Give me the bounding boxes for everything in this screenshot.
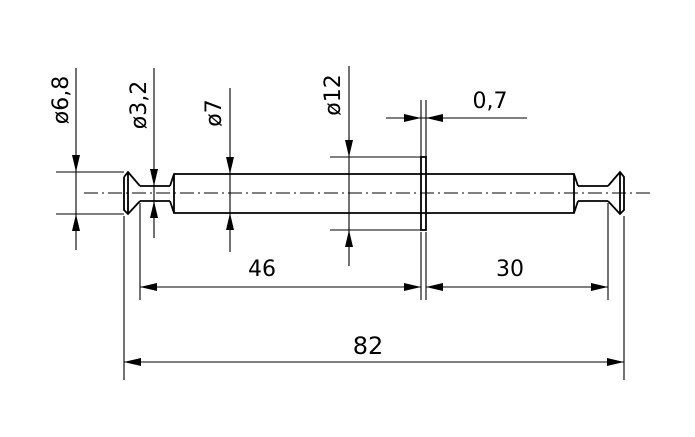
- diameter-flange-callout: ø12: [321, 66, 421, 266]
- diameter-neck-label: ø3,2: [127, 81, 152, 129]
- shaft: [169, 173, 579, 214]
- diameter-flange-label: ø12: [321, 74, 346, 115]
- flange: [420, 156, 427, 231]
- length-total-dimension: 82: [124, 332, 624, 366]
- diameter-neck-callout: ø3,2: [127, 68, 162, 238]
- diameter-head-callout: ø6,8: [49, 68, 124, 250]
- length-right-label: 30: [496, 257, 524, 282]
- pin-outline: [123, 156, 625, 231]
- length-right-dimension: 30: [426, 257, 608, 291]
- left-neck: [140, 185, 170, 202]
- diameter-shaft-callout: ø7: [202, 88, 234, 252]
- length-total-label: 82: [353, 332, 384, 360]
- length-left-dimension: 46: [140, 257, 421, 291]
- length-left-label: 46: [248, 257, 276, 282]
- flange-thickness-callout: 0,7: [386, 89, 527, 157]
- right-neck: [578, 185, 608, 202]
- diameter-shaft-label: ø7: [202, 99, 227, 126]
- flange-thickness-label: 0,7: [473, 89, 508, 114]
- diameter-head-label: ø6,8: [49, 76, 74, 124]
